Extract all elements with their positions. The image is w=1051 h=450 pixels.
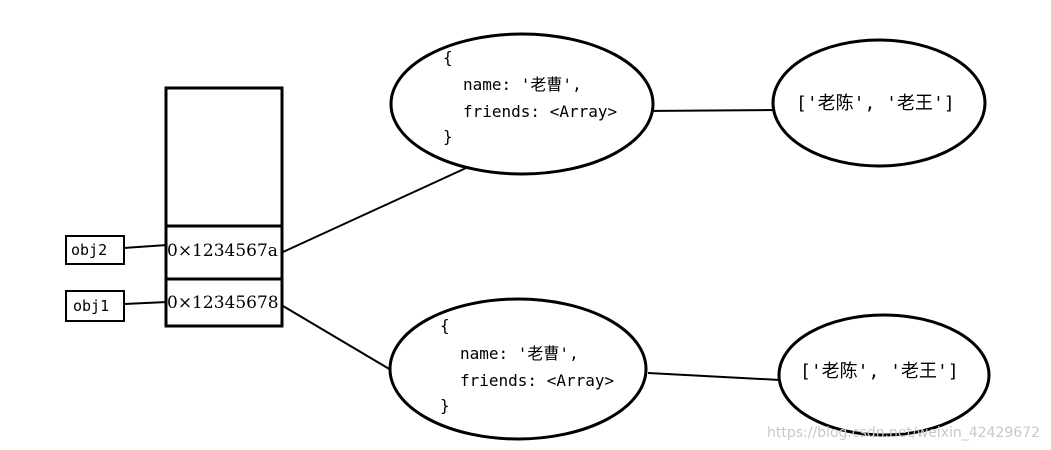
object-top-close-brace: } [443,127,453,146]
object-bottom-ellipse [388,297,648,441]
watermark: https://blog.csdn.net/weixin_42429672 [767,425,1040,441]
object-top-friends-line: friends: <Array> [463,102,617,121]
bottom-friends-to-array-line [647,372,781,381]
object-bottom-close-brace: } [440,396,450,415]
object-bottom: { name: '老曹', friends: <Array> } [388,297,648,441]
object-bottom-friends-line: friends: <Array> [460,371,614,390]
memory-block-empty [164,86,284,228]
memory-cell-obj2-address: 0×1234567a [167,241,278,261]
variable-obj2: obj2 [65,235,125,265]
array-bottom-text: ['老陈', '老王'] [800,361,959,382]
object-top: { name: '老曹', friends: <Array> } [389,32,655,176]
object-bottom-open-brace: { [440,316,450,335]
memory-stack: 0×1234567a 0×12345678 [164,86,284,328]
object-top-ellipse [389,32,655,176]
obj1-label-box [65,290,125,322]
array-top: ['老陈', '老王'] [771,38,987,168]
cell2-to-top-object-line [282,162,478,253]
obj1-label: obj1 [73,297,109,315]
variable-obj1: obj1 [65,290,125,322]
obj2-label-box [65,235,125,265]
obj2-pointer-line [123,244,168,249]
obj1-pointer-line [123,301,168,305]
array-top-text: ['老陈', '老王'] [796,93,955,114]
memory-cell-obj1 [164,277,284,328]
obj2-label: obj2 [71,241,107,259]
object-bottom-name-line: name: '老曹', [460,344,579,363]
object-top-name-line: name: '老曹', [463,75,582,94]
array-bottom: ['老陈', '老王'] [777,313,991,437]
array-top-ellipse [771,38,987,168]
object-top-open-brace: { [443,48,453,67]
memory-cell-obj1-address: 0×12345678 [167,293,279,313]
array-bottom-ellipse [777,313,991,437]
top-friends-to-array-line [642,109,776,112]
cell1-to-bottom-object-line [282,305,392,371]
